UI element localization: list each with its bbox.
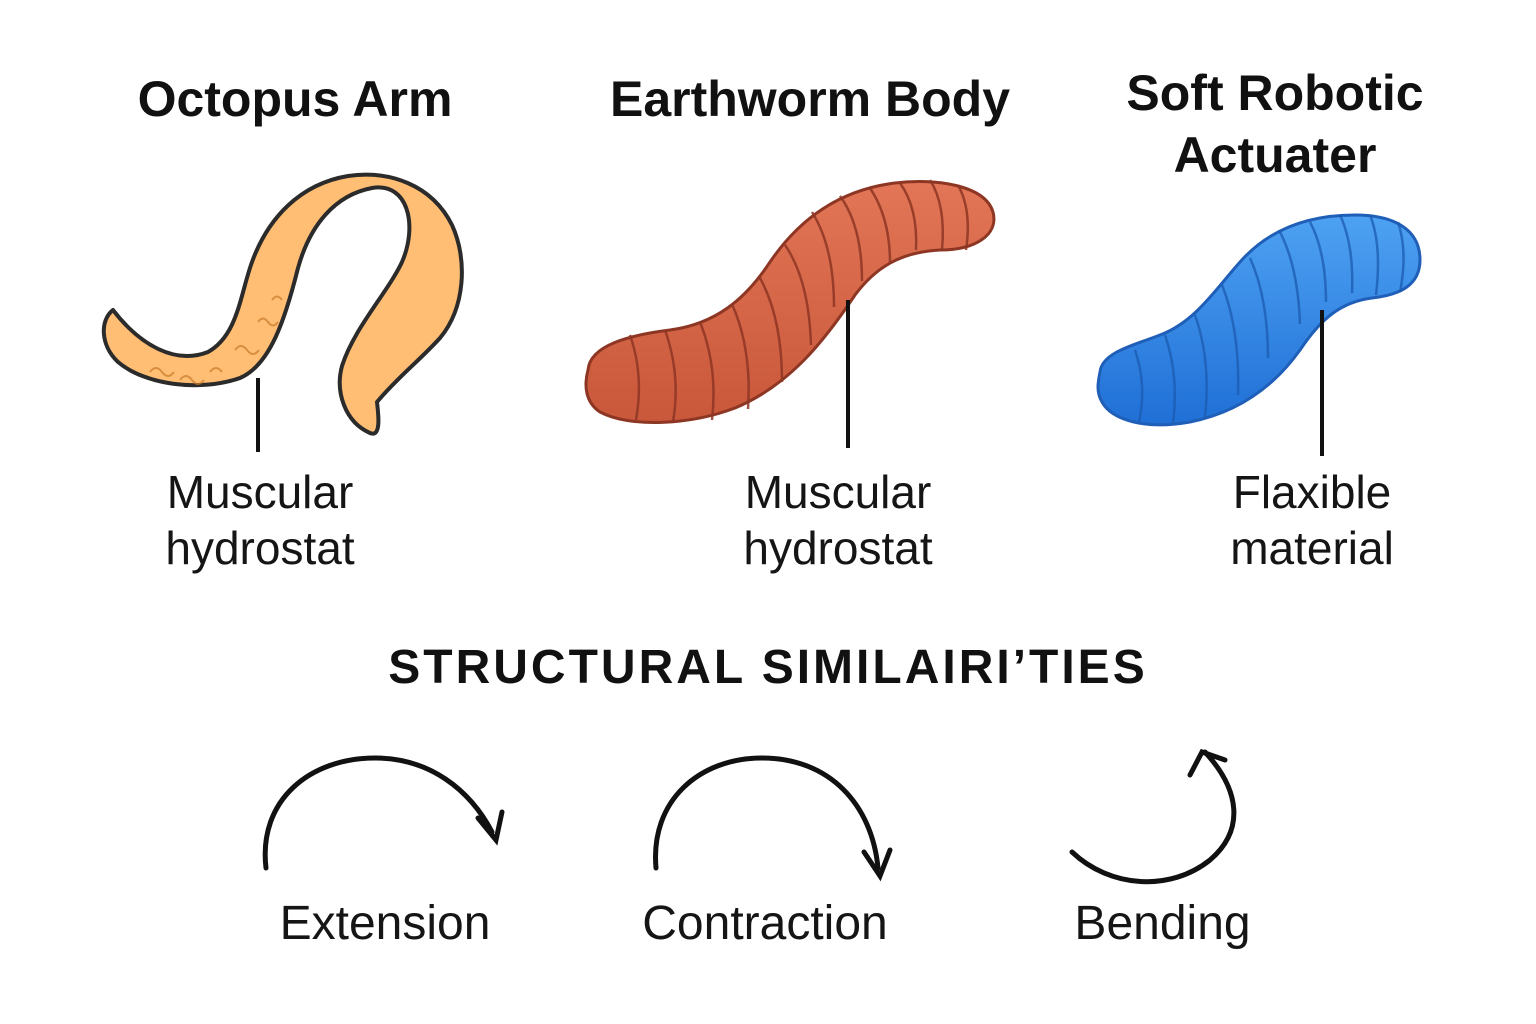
earthworm-illustration xyxy=(584,179,996,448)
earthworm-shape xyxy=(584,180,996,424)
label-line: Muscular xyxy=(744,466,932,518)
extension-arrow-icon xyxy=(262,755,505,871)
motion-label-bending: Bending xyxy=(1074,897,1251,950)
earthworm-segments xyxy=(628,179,970,423)
octopus-arm-illustration xyxy=(101,172,464,452)
actuator-ridges xyxy=(1133,214,1405,424)
label-actuator-flexible-material: Flaxible material xyxy=(1182,464,1442,576)
label-line: hydrostat xyxy=(165,522,355,574)
label-line: Flaxible xyxy=(1232,466,1392,518)
title-line: Earthworm Body xyxy=(609,71,1011,127)
title-octopus-arm: Octopus Arm xyxy=(80,68,510,130)
title-earthworm-body: Earthworm Body xyxy=(560,68,1060,130)
contraction-arrow-icon xyxy=(653,755,893,882)
octopus-arm-shape xyxy=(101,172,464,436)
title-soft-robotic-actuater: Soft Robotic Actuater xyxy=(1070,62,1480,186)
soft-actuator-shape xyxy=(1096,213,1422,427)
label-octopus-muscular-hydrostat: Muscular hydrostat xyxy=(120,464,400,576)
label-line: hydrostat xyxy=(743,522,933,574)
label-line: Muscular xyxy=(166,466,354,518)
motion-label-contraction: Contraction xyxy=(642,897,888,950)
motion-label-extension: Extension xyxy=(279,897,491,950)
title-line: Octopus Arm xyxy=(137,71,453,127)
title-line: Soft Robotic xyxy=(1126,65,1424,121)
section-heading-structural-similarities: STRUCTURAL SIMILAIRI’TIES xyxy=(388,641,1148,694)
octopus-sucker-texture xyxy=(149,295,283,385)
label-earthworm-muscular-hydrostat: Muscular hydrostat xyxy=(698,464,978,576)
title-line: Actuater xyxy=(1173,127,1377,183)
label-line: material xyxy=(1230,522,1394,574)
soft-actuator-illustration xyxy=(1096,213,1422,456)
bending-arrow-icon xyxy=(1069,748,1237,885)
